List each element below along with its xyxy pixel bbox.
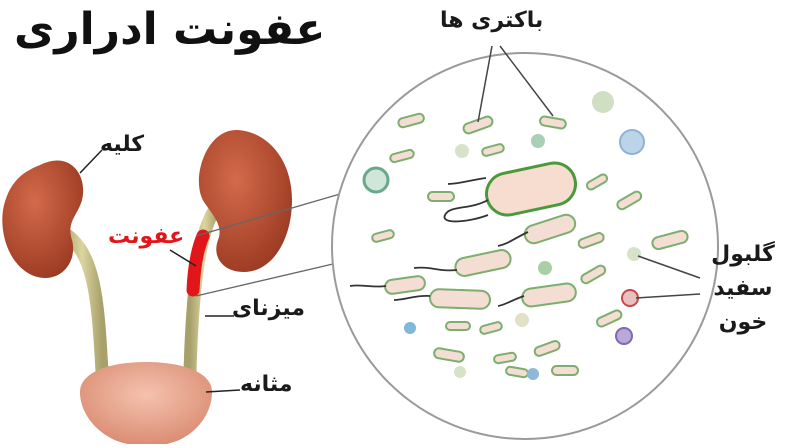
bacteria-label: باکتری ها [440,8,543,33]
wbc-label-line2: سفید [703,272,783,306]
kidney-label: کلیه [100,132,144,157]
wbc-label-line1: گلبول [703,238,783,272]
infection-label: عفونت [108,224,184,249]
zoom-line-bottom [196,260,350,296]
wbc-label-line3: خون [703,306,783,340]
bladder-label: مثانه [240,372,292,397]
page-title: عفونت ادراری [14,4,325,55]
right-kidney [199,130,292,272]
left-kidney [2,160,83,278]
white-blood-cell-label: گلبول سفید خون [703,238,783,340]
bacterium [552,366,578,375]
bacterium [430,289,491,309]
bacterium [428,192,454,201]
kidney-leader [80,150,102,173]
ureter-label: میزنای [232,296,305,321]
bacterium [446,322,470,330]
bladder [80,362,212,444]
